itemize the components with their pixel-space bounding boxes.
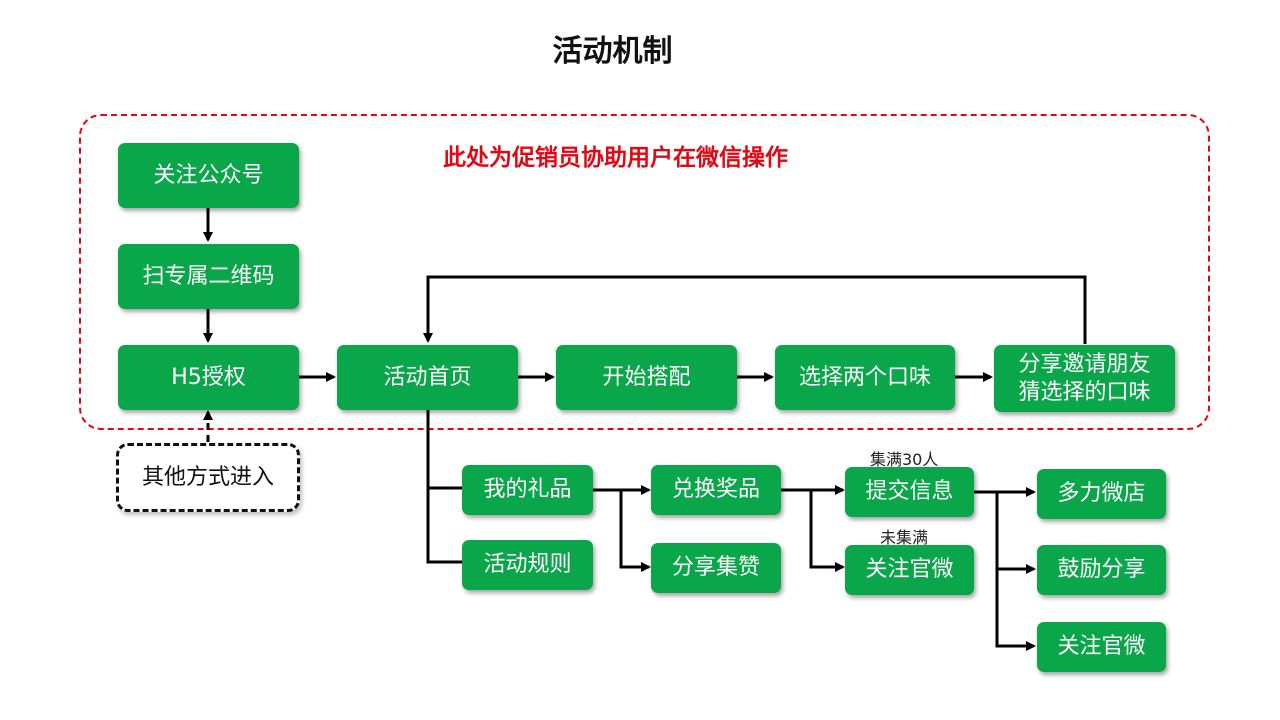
page-title: 活动机制 (552, 34, 673, 69)
arrow-share-loop-to-home (423, 275, 1087, 344)
node-choose-flavors: 选择两个口味 (775, 345, 955, 410)
node-duoli-store: 多力微店 (1037, 469, 1166, 519)
condition-not-full: 未集满 (880, 528, 929, 547)
node-start-match: 开始搭配 (556, 345, 737, 410)
condition-full: 集满30人 (870, 450, 939, 469)
node-follow-official-1: 关注官微 (845, 545, 974, 595)
arrow-submit-to-follow2 (995, 569, 1036, 651)
node-other-entry: 其他方式进入 (116, 443, 300, 512)
region-label: 此处为促销员协助用户在微信操作 (443, 145, 788, 171)
node-follow-official-2: 关注官微 (1037, 622, 1166, 672)
node-my-gifts: 我的礼品 (462, 465, 593, 515)
node-home: 活动首页 (337, 345, 518, 410)
node-submit-info: 提交信息 (845, 467, 974, 517)
node-h5-auth: H5授权 (118, 345, 299, 410)
node-rules: 活动规则 (462, 540, 593, 590)
node-follow-account: 关注公众号 (118, 143, 299, 208)
arrow-redeem-to-follow (809, 490, 845, 572)
line-home-to-branch (426, 410, 462, 564)
node-redeem: 兑换奖品 (651, 465, 781, 515)
arrow-gifts-to-share-likes (619, 490, 651, 572)
node-share-invite: 分享邀请朋友 猜选择的口味 (994, 345, 1175, 412)
node-scan-qr: 扫专属二维码 (118, 244, 299, 309)
node-share-likes: 分享集赞 (651, 543, 781, 593)
node-encourage-share: 鼓励分享 (1037, 545, 1166, 595)
arrow-submit-to-encourage (995, 492, 1036, 574)
wechat-operation-region (79, 114, 1210, 430)
